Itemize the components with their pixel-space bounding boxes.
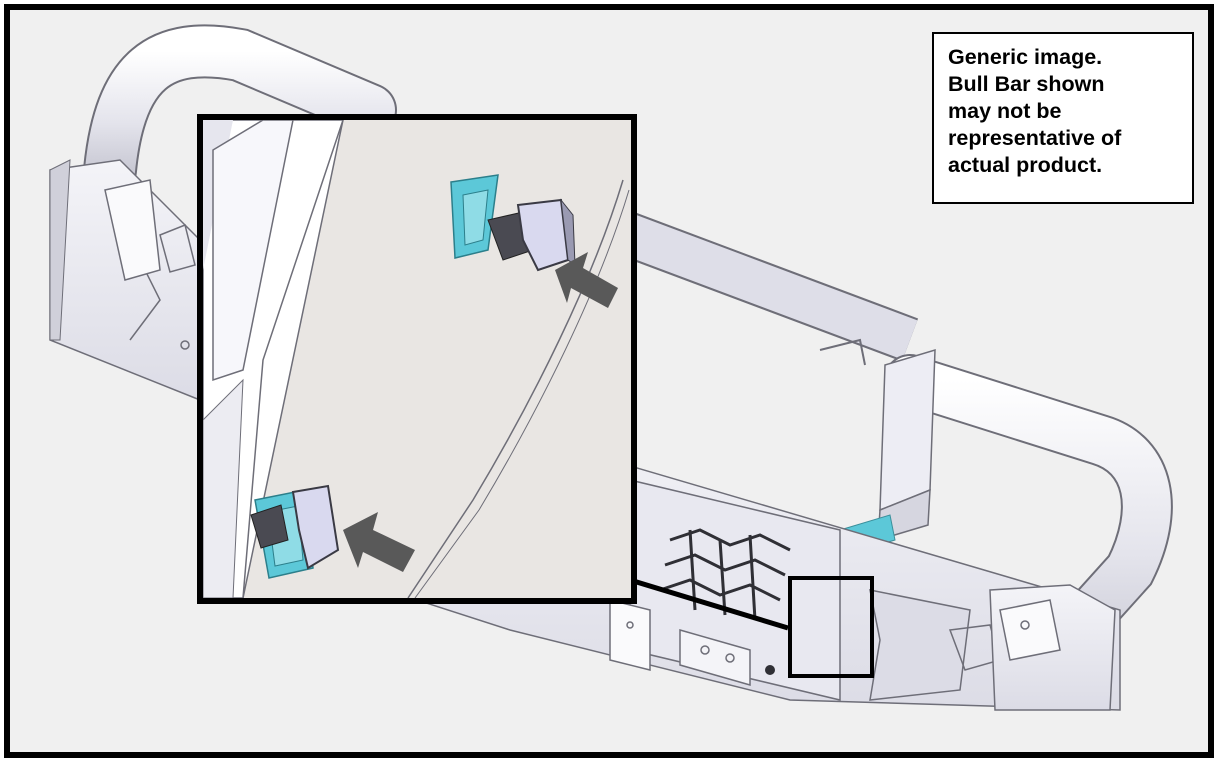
clip-upper	[450, 174, 576, 272]
disclaimer-line: Bull Bar shown	[948, 72, 1105, 96]
zoom-detail-panel	[197, 114, 637, 604]
centre-upright	[819, 338, 936, 556]
image-frame: Generic image. Bull Bar shown may not be…	[4, 4, 1214, 758]
clip-lower	[250, 484, 340, 579]
disclaimer-line: Generic image.	[948, 45, 1103, 69]
seam-line	[407, 179, 624, 598]
panel-face	[203, 120, 344, 598]
arrow-left-icon	[343, 512, 415, 572]
callout-box	[788, 576, 874, 678]
arrow-left-icon	[555, 252, 618, 308]
disclaimer-line: representative of	[948, 126, 1122, 150]
zoom-leader-line	[629, 577, 789, 631]
right-wing	[989, 584, 1116, 711]
hoop-tube	[83, 24, 1173, 696]
disclaimer-line: actual product.	[948, 153, 1103, 177]
disclaimer-line: may not be	[948, 99, 1062, 123]
left-wing	[49, 159, 211, 402]
disclaimer-box: Generic image. Bull Bar shown may not be…	[932, 32, 1194, 204]
